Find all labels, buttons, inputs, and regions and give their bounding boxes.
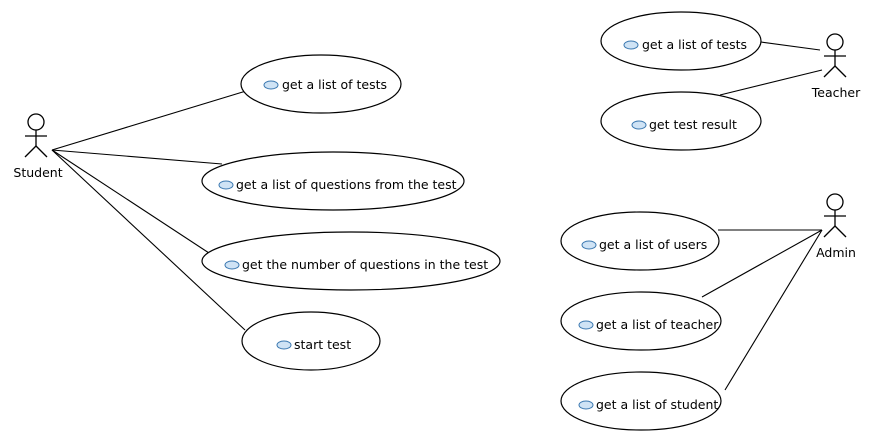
- use-case-icon: [218, 180, 234, 190]
- association-teacher-t2[interactable]: [719, 69, 823, 96]
- use-case-s2-ellipse: [201, 151, 465, 211]
- actor-admin-right-leg: [834, 225, 847, 238]
- use-case-s3[interactable]: get the number of questions in the test: [201, 231, 501, 291]
- use-case-icon: [578, 400, 594, 410]
- use-case-t1[interactable]: get a list of tests: [600, 11, 762, 71]
- use-case-a3-ellipse: [560, 371, 722, 431]
- use-case-a1[interactable]: get a list of users: [560, 211, 720, 271]
- association-teacher-t1[interactable]: [760, 41, 821, 51]
- use-case-s2[interactable]: get a list of questions from the test: [201, 151, 465, 211]
- use-case-s2-label: get a list of questions from the test: [236, 177, 457, 192]
- use-case-s4[interactable]: start test: [241, 311, 381, 371]
- association-student-s1[interactable]: [51, 90, 247, 151]
- use-case-icon: [623, 40, 639, 50]
- use-case-icon: [276, 340, 292, 350]
- association-student-s4[interactable]: [51, 149, 246, 331]
- actor-admin-left-leg: [823, 225, 836, 238]
- use-case-s1-ellipse: [240, 54, 402, 114]
- actor-student-name: Student: [13, 165, 62, 180]
- use-case-icon: [263, 80, 279, 90]
- use-case-icon: [578, 320, 594, 330]
- use-case-icon: [631, 120, 647, 130]
- use-case-a3-label: get a list of student: [596, 397, 718, 412]
- use-case-icon: [581, 240, 597, 250]
- actor-student[interactable]: Student: [13, 113, 63, 180]
- actor-student-head: [27, 113, 45, 131]
- actor-teacher-left-leg: [823, 65, 836, 78]
- association-student-s2[interactable]: [51, 149, 223, 165]
- use-case-t2-ellipse: [600, 91, 762, 151]
- use-case-s3-label: get the number of questions in the test: [242, 257, 488, 272]
- use-case-a1-label: get a list of users: [599, 237, 707, 252]
- association-admin-a2[interactable]: [701, 229, 823, 298]
- association-student-s3[interactable]: [51, 149, 213, 256]
- use-case-a2[interactable]: get a list of teacher: [560, 291, 722, 351]
- use-case-s4-ellipse: [241, 311, 381, 371]
- use-case-s1-label: get a list of tests: [282, 77, 387, 92]
- actor-admin-name: Admin: [816, 245, 856, 260]
- actor-teacher-right-leg: [834, 65, 847, 78]
- associations: [51, 41, 823, 391]
- use-case-t2[interactable]: get test result: [600, 91, 762, 151]
- use-case-a2-ellipse: [560, 291, 722, 351]
- actor-admin-head: [826, 193, 844, 211]
- use-case-t1-ellipse: [600, 11, 762, 71]
- actor-student-right-leg: [35, 145, 48, 158]
- actor-teacher-head: [826, 33, 844, 51]
- use-case-a3[interactable]: get a list of student: [560, 371, 722, 431]
- actor-admin[interactable]: Admin: [816, 193, 856, 260]
- association-admin-a3[interactable]: [724, 229, 823, 391]
- use-case-t1-label: get a list of tests: [642, 37, 747, 52]
- use-case-s4-label: start test: [294, 337, 351, 352]
- actor-student-left-leg: [24, 145, 37, 158]
- use-case-t2-label: get test result: [649, 117, 737, 132]
- use-case-icon: [224, 260, 240, 270]
- use-case-s3-ellipse: [201, 231, 501, 291]
- use-case-a2-label: get a list of teacher: [596, 317, 719, 332]
- actor-teacher[interactable]: Teacher: [811, 33, 861, 100]
- use-case-s1[interactable]: get a list of tests: [240, 54, 402, 114]
- actor-teacher-name: Teacher: [811, 85, 861, 100]
- use-case-a1-ellipse: [560, 211, 720, 271]
